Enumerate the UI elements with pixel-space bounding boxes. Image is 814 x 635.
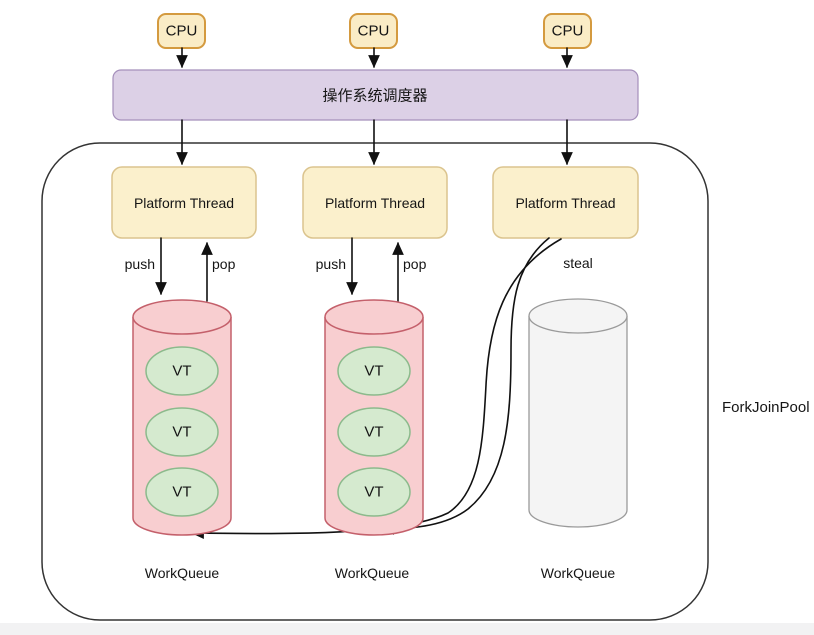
workqueue-label-2: WorkQueue [335, 565, 410, 581]
vt-label: VT [364, 484, 383, 501]
vt-task [337, 467, 411, 517]
cpu-box-1: CPU [157, 13, 206, 49]
workqueue-label-3: WorkQueue [541, 565, 616, 581]
work-queue-cylinder-1: VT VT VT [132, 299, 232, 536]
push-label-1: push [125, 256, 155, 272]
cpu-box-2: CPU [349, 13, 398, 49]
steal-curve-to-queue2 [380, 237, 550, 535]
vt-label: VT [172, 424, 191, 441]
platform-thread-label-2: Platform Thread [325, 195, 425, 211]
cpu-label-1: CPU [166, 23, 198, 40]
bottom-edge-strip [0, 623, 814, 635]
cpu-box-3: CPU [543, 13, 592, 49]
vt-task [145, 407, 219, 457]
vt-task [337, 407, 411, 457]
vt-label: VT [364, 363, 383, 380]
forkjoinpool-boundary [41, 142, 709, 621]
os-scheduler-bar: 操作系统调度器 [112, 69, 639, 121]
steal-label: steal [563, 255, 593, 271]
forkjoinpool-label: ForkJoinPool [722, 399, 810, 416]
platform-thread-label-3: Platform Thread [515, 195, 615, 211]
cpu-label-3: CPU [552, 23, 584, 40]
vt-label: VT [172, 484, 191, 501]
pop-label-2: pop [403, 256, 427, 272]
cpu-label-2: CPU [358, 23, 390, 40]
vt-label: VT [364, 424, 383, 441]
platform-thread-label-1: Platform Thread [134, 195, 234, 211]
vt-task [145, 346, 219, 396]
vt-task [145, 467, 219, 517]
platform-thread-box-2: Platform Thread [302, 166, 448, 239]
push-label-2: push [316, 256, 346, 272]
steal-curve-to-queue1 [190, 238, 562, 539]
os-scheduler-label: 操作系统调度器 [322, 88, 427, 105]
vt-label: VT [172, 363, 191, 380]
work-queue-cylinder-3 [528, 298, 628, 528]
pop-label-1: pop [212, 256, 236, 272]
vt-task [337, 346, 411, 396]
platform-thread-box-1: Platform Thread [111, 166, 257, 239]
workqueue-label-1: WorkQueue [145, 565, 220, 581]
platform-thread-box-3: Platform Thread [492, 166, 639, 239]
work-queue-cylinder-2: VT VT VT [324, 299, 424, 536]
